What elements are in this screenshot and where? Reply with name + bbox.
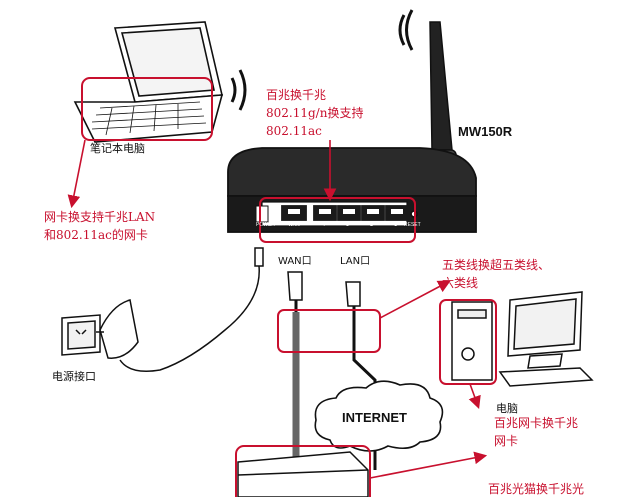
lan-port-label: LAN口: [340, 256, 371, 267]
router-annotation: 百兆换千兆 802.11g/n换支持 802.11ac: [266, 86, 363, 140]
reset-label: RESET: [404, 222, 421, 228]
desktop-computer: [451, 291, 594, 387]
power-cable: [119, 247, 264, 372]
cloud-icon: [314, 380, 444, 452]
antenna-icon: [427, 21, 457, 169]
internet-label: INTERNET: [342, 410, 407, 425]
power-socket-icon: [61, 314, 101, 356]
laptop-label: 笔记本电脑: [90, 142, 145, 155]
pc-annotation-line-1: 百兆网卡换千兆: [494, 416, 579, 430]
port-number-2: 2: [370, 222, 374, 228]
annotation-boxes: [81, 77, 497, 497]
cable-annotation-line-2: 六类线: [442, 276, 479, 290]
modem: [237, 451, 369, 497]
router: [227, 147, 477, 233]
router-annotation-line-1: 百兆换千兆: [266, 88, 327, 102]
rj45-plug-icon: [287, 271, 361, 307]
port-number-1: 1: [394, 222, 398, 228]
port-number-4: 4: [322, 222, 326, 228]
annotation-arrows: [67, 139, 488, 479]
cable-annotation: 五类线换超五类线、 六类线: [442, 256, 550, 292]
power-socket-label: 电源接口: [52, 370, 96, 383]
laptop-annotation-line-2: 和802.11ac的网卡: [44, 228, 148, 242]
port-number-3: 3: [346, 222, 350, 228]
desktop-label: 电脑: [496, 402, 518, 415]
wan-port-label: WAN口: [278, 256, 312, 267]
router-model-label: MW150R: [458, 124, 513, 139]
pc-annotation-line-2: 网卡: [494, 434, 519, 448]
wifi-waves-icon: [398, 9, 414, 51]
power-port-label: POWER: [256, 222, 275, 228]
power-adapter-icon: [96, 299, 139, 359]
port-number-wan: WAN: [288, 222, 300, 228]
laptop-annotation-line-1: 网卡换支持千兆LAN: [44, 210, 156, 224]
router-annotation-line-2: 802.11g/n换支持: [266, 106, 364, 120]
laptop-annotation: 网卡换支持千兆LAN 和802.11ac的网卡: [44, 208, 155, 244]
laptop: [73, 21, 224, 143]
cable-annotation-line-1: 五类线换超五类线、: [442, 258, 551, 272]
pc-annotation: 百兆网卡换千兆 网卡: [494, 414, 578, 450]
modem-annotation: 百兆光猫换千兆光: [488, 482, 585, 496]
wifi-waves-icon: [230, 69, 247, 111]
router-annotation-line-3: 802.11ac: [266, 124, 322, 138]
